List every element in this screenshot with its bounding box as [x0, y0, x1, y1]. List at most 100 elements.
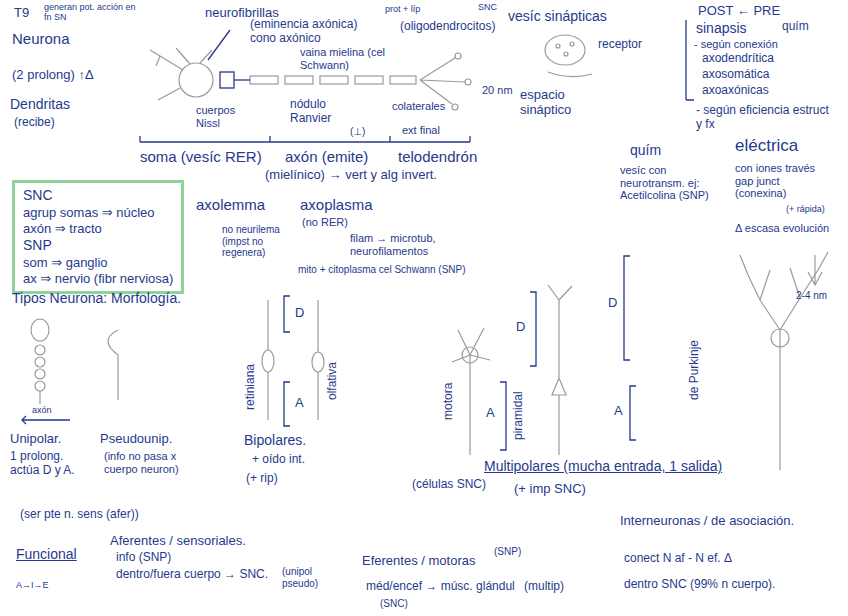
note-text: info (SNP) — [116, 551, 171, 565]
leader-line — [208, 30, 230, 60]
note-heading: Tipos Neurona: Morfología. — [12, 290, 181, 306]
note-text: (2 prolong) ↑Δ — [12, 68, 94, 83]
note-text: 20 nm — [482, 84, 513, 97]
note-text: 2-4 nm — [796, 290, 827, 302]
axon-hillock-box — [220, 72, 234, 88]
note-text: (multip) — [524, 580, 564, 594]
bracket — [284, 382, 290, 426]
note-text: SNC — [478, 2, 497, 12]
telodendron-sketch — [420, 58, 465, 104]
note-text: (unipol pseudo) — [282, 566, 328, 589]
note-text: A — [614, 404, 623, 419]
note-text: receptor — [598, 38, 642, 52]
note-text: (⊥) — [350, 126, 365, 138]
note-text: (info no pasa x cuerpo neuron) — [104, 450, 184, 475]
note-text: (no RER) — [302, 216, 348, 229]
note-text: espacio sináptico — [520, 88, 604, 118]
note-text: (SNP) — [494, 546, 521, 558]
note-text: (+ imp SNC) — [514, 482, 586, 497]
note-text: colaterales — [392, 100, 445, 113]
note-text: ext final — [402, 124, 440, 137]
note-text: (oligodendrocitos) — [400, 20, 495, 34]
note-text: no neurilema (impst no regenera) — [222, 224, 300, 259]
note-text: A — [295, 396, 304, 411]
note-text: D — [516, 320, 525, 335]
note-heading: Eferentes / motoras — [362, 554, 475, 569]
note-text: retiniana — [244, 364, 258, 410]
note-text: axoaxónicas — [702, 84, 769, 98]
note-text: (recibe) — [14, 116, 55, 130]
box-text: ax ⇒ nervio (fibr nerviosa) — [23, 271, 173, 287]
arrow-mark — [22, 416, 70, 424]
soma-sketch — [179, 63, 213, 97]
note-text: filam → microtub, neurofilamentos — [350, 232, 480, 257]
dendrite-sketch — [150, 48, 212, 100]
note-text: (SNC) — [380, 598, 408, 610]
note-text: prot + líp — [385, 4, 420, 14]
note-text: mito + citoplasma cel Schwann (SNP) — [298, 264, 466, 276]
note-heading: Unipolar. — [10, 432, 61, 447]
note-heading: Funcional — [16, 546, 77, 562]
note-heading: axolemma — [196, 196, 265, 213]
bracket — [500, 382, 506, 450]
note-heading: Neurona — [12, 30, 70, 47]
note-text: + oído int. — [252, 453, 305, 467]
note-heading: telodendrón — [398, 148, 477, 165]
note-text: (eminencia axónica) cono axónico — [250, 18, 370, 46]
note-heading: Dendritas — [10, 96, 70, 112]
note-text: quím — [630, 142, 661, 158]
note-heading: eléctrica — [735, 136, 798, 156]
note-text: dentro/fuera cuerpo → SNC. — [116, 568, 268, 582]
bracket — [630, 386, 636, 440]
note-text: con iones través gap junct (conexina) — [735, 162, 831, 200]
synapse-sketch — [545, 35, 585, 65]
note-text: A→I→E — [16, 580, 49, 590]
note-heading: sinapsis — [696, 20, 747, 36]
note-text: de Purkinje — [688, 340, 702, 400]
box-text: axón ⇒ tracto — [23, 221, 173, 237]
note-text: D — [608, 296, 617, 311]
bracket — [284, 296, 290, 332]
box-text: som ⇒ ganglio — [23, 255, 173, 271]
note-text: axodendrítica — [702, 52, 774, 66]
note-text: generan pot. acción en fn SN — [44, 2, 136, 23]
note-text: (células SNC) — [412, 478, 486, 492]
note-text: D — [295, 306, 304, 321]
bracket — [530, 292, 536, 366]
note-heading: axoplasma — [300, 196, 373, 213]
note-text: A — [486, 406, 495, 421]
note-text: Δ escasa evolución — [735, 222, 829, 235]
bracket — [624, 256, 630, 360]
note-heading: axón (emite) — [285, 148, 368, 165]
box-text: SNP — [23, 237, 173, 255]
box-text: SNC — [23, 187, 173, 205]
note-text: POST ← PRE — [698, 4, 780, 19]
note-text: piramidal — [512, 391, 526, 440]
note-text: axón — [32, 405, 52, 415]
bracket — [140, 136, 470, 142]
note-text: (mielínico) → vert y alg invert. — [265, 168, 437, 183]
note-heading: Multipolares (mucha entrada, 1 salida) — [484, 458, 722, 474]
note-text: olfativa — [326, 362, 340, 400]
note-text: vesíc con neurotransm. ej: Acetilcolina … — [620, 164, 720, 202]
note-text: Pseudounip. — [100, 432, 172, 447]
note-text: nódulo Ranvier — [290, 98, 352, 126]
bracket — [686, 20, 694, 100]
note-text: (+ rip) — [246, 472, 278, 486]
note-heading: Bipolares. — [244, 432, 306, 448]
note-text: (ser pte n. sens (afer)) — [20, 508, 139, 522]
note-text: motora — [442, 383, 456, 420]
note-text: quím — [782, 20, 809, 34]
note-text: méd/encef → músc. glándul — [366, 580, 515, 594]
note-text: conect N af - N ef. Δ — [624, 552, 732, 566]
note-heading: Aferentes / sensoriales. — [110, 534, 246, 549]
note-text: T9 — [14, 6, 29, 21]
note-text: axosomática — [702, 68, 769, 82]
note-text: (+ rápida) — [786, 204, 825, 214]
note-text: - según eficiencia estruct y fx — [696, 104, 836, 132]
green-summary-box: SNCagrup somas ⇒ núcleoaxón ⇒ tractoSNPs… — [12, 180, 184, 294]
note-heading: soma (vesíc RER) — [140, 148, 262, 165]
box-text: agrup somas ⇒ núcleo — [23, 205, 173, 221]
note-text: cuerpos Nissl — [196, 104, 248, 129]
note-text: - según conexión — [694, 38, 778, 51]
